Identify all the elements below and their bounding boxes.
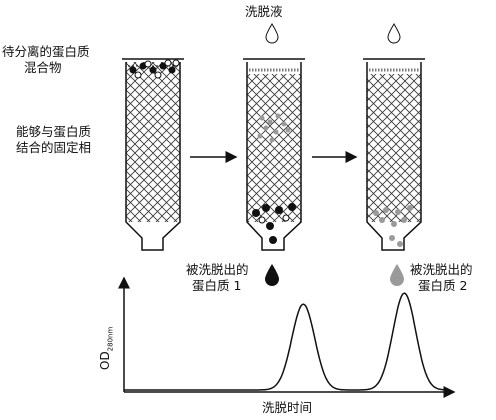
protein1-label-line1: 被洗脱出的 [186, 262, 249, 277]
elution-curve [124, 292, 450, 391]
eluent-drop-icon-2 [387, 23, 401, 44]
column-2 [243, 58, 305, 251]
elution-chart [118, 276, 456, 398]
protein1-label-line2: 蛋白质 1 [192, 278, 242, 293]
column-3-grey-beads [373, 205, 413, 247]
column-1 [122, 58, 184, 251]
column-1-protein-beads [129, 59, 180, 79]
column-2-black-beads [252, 203, 296, 244]
x-axis-label: 洗脱时间 [262, 400, 313, 415]
protein2-label-line2: 蛋白质 2 [418, 278, 468, 293]
y-axis-label: OD280nm [98, 326, 115, 370]
protein2-label-line1: 被洗脱出的 [410, 262, 473, 277]
mixture-label-line1: 待分离的蛋白质 [2, 44, 90, 59]
eluent-drop-icon [265, 23, 279, 44]
protein1-drop-icon [265, 264, 279, 286]
eluent-label: 洗脱液 [245, 4, 283, 19]
column-2-grey-cluster [257, 113, 291, 143]
protein2-drop-icon [390, 264, 404, 286]
mixture-label-line2: 混合物 [24, 60, 62, 75]
column-3 [363, 58, 425, 251]
stationary-label-line1: 能够与蛋白质 [16, 124, 92, 139]
stationary-label-line2: 结合的固定相 [16, 140, 92, 155]
